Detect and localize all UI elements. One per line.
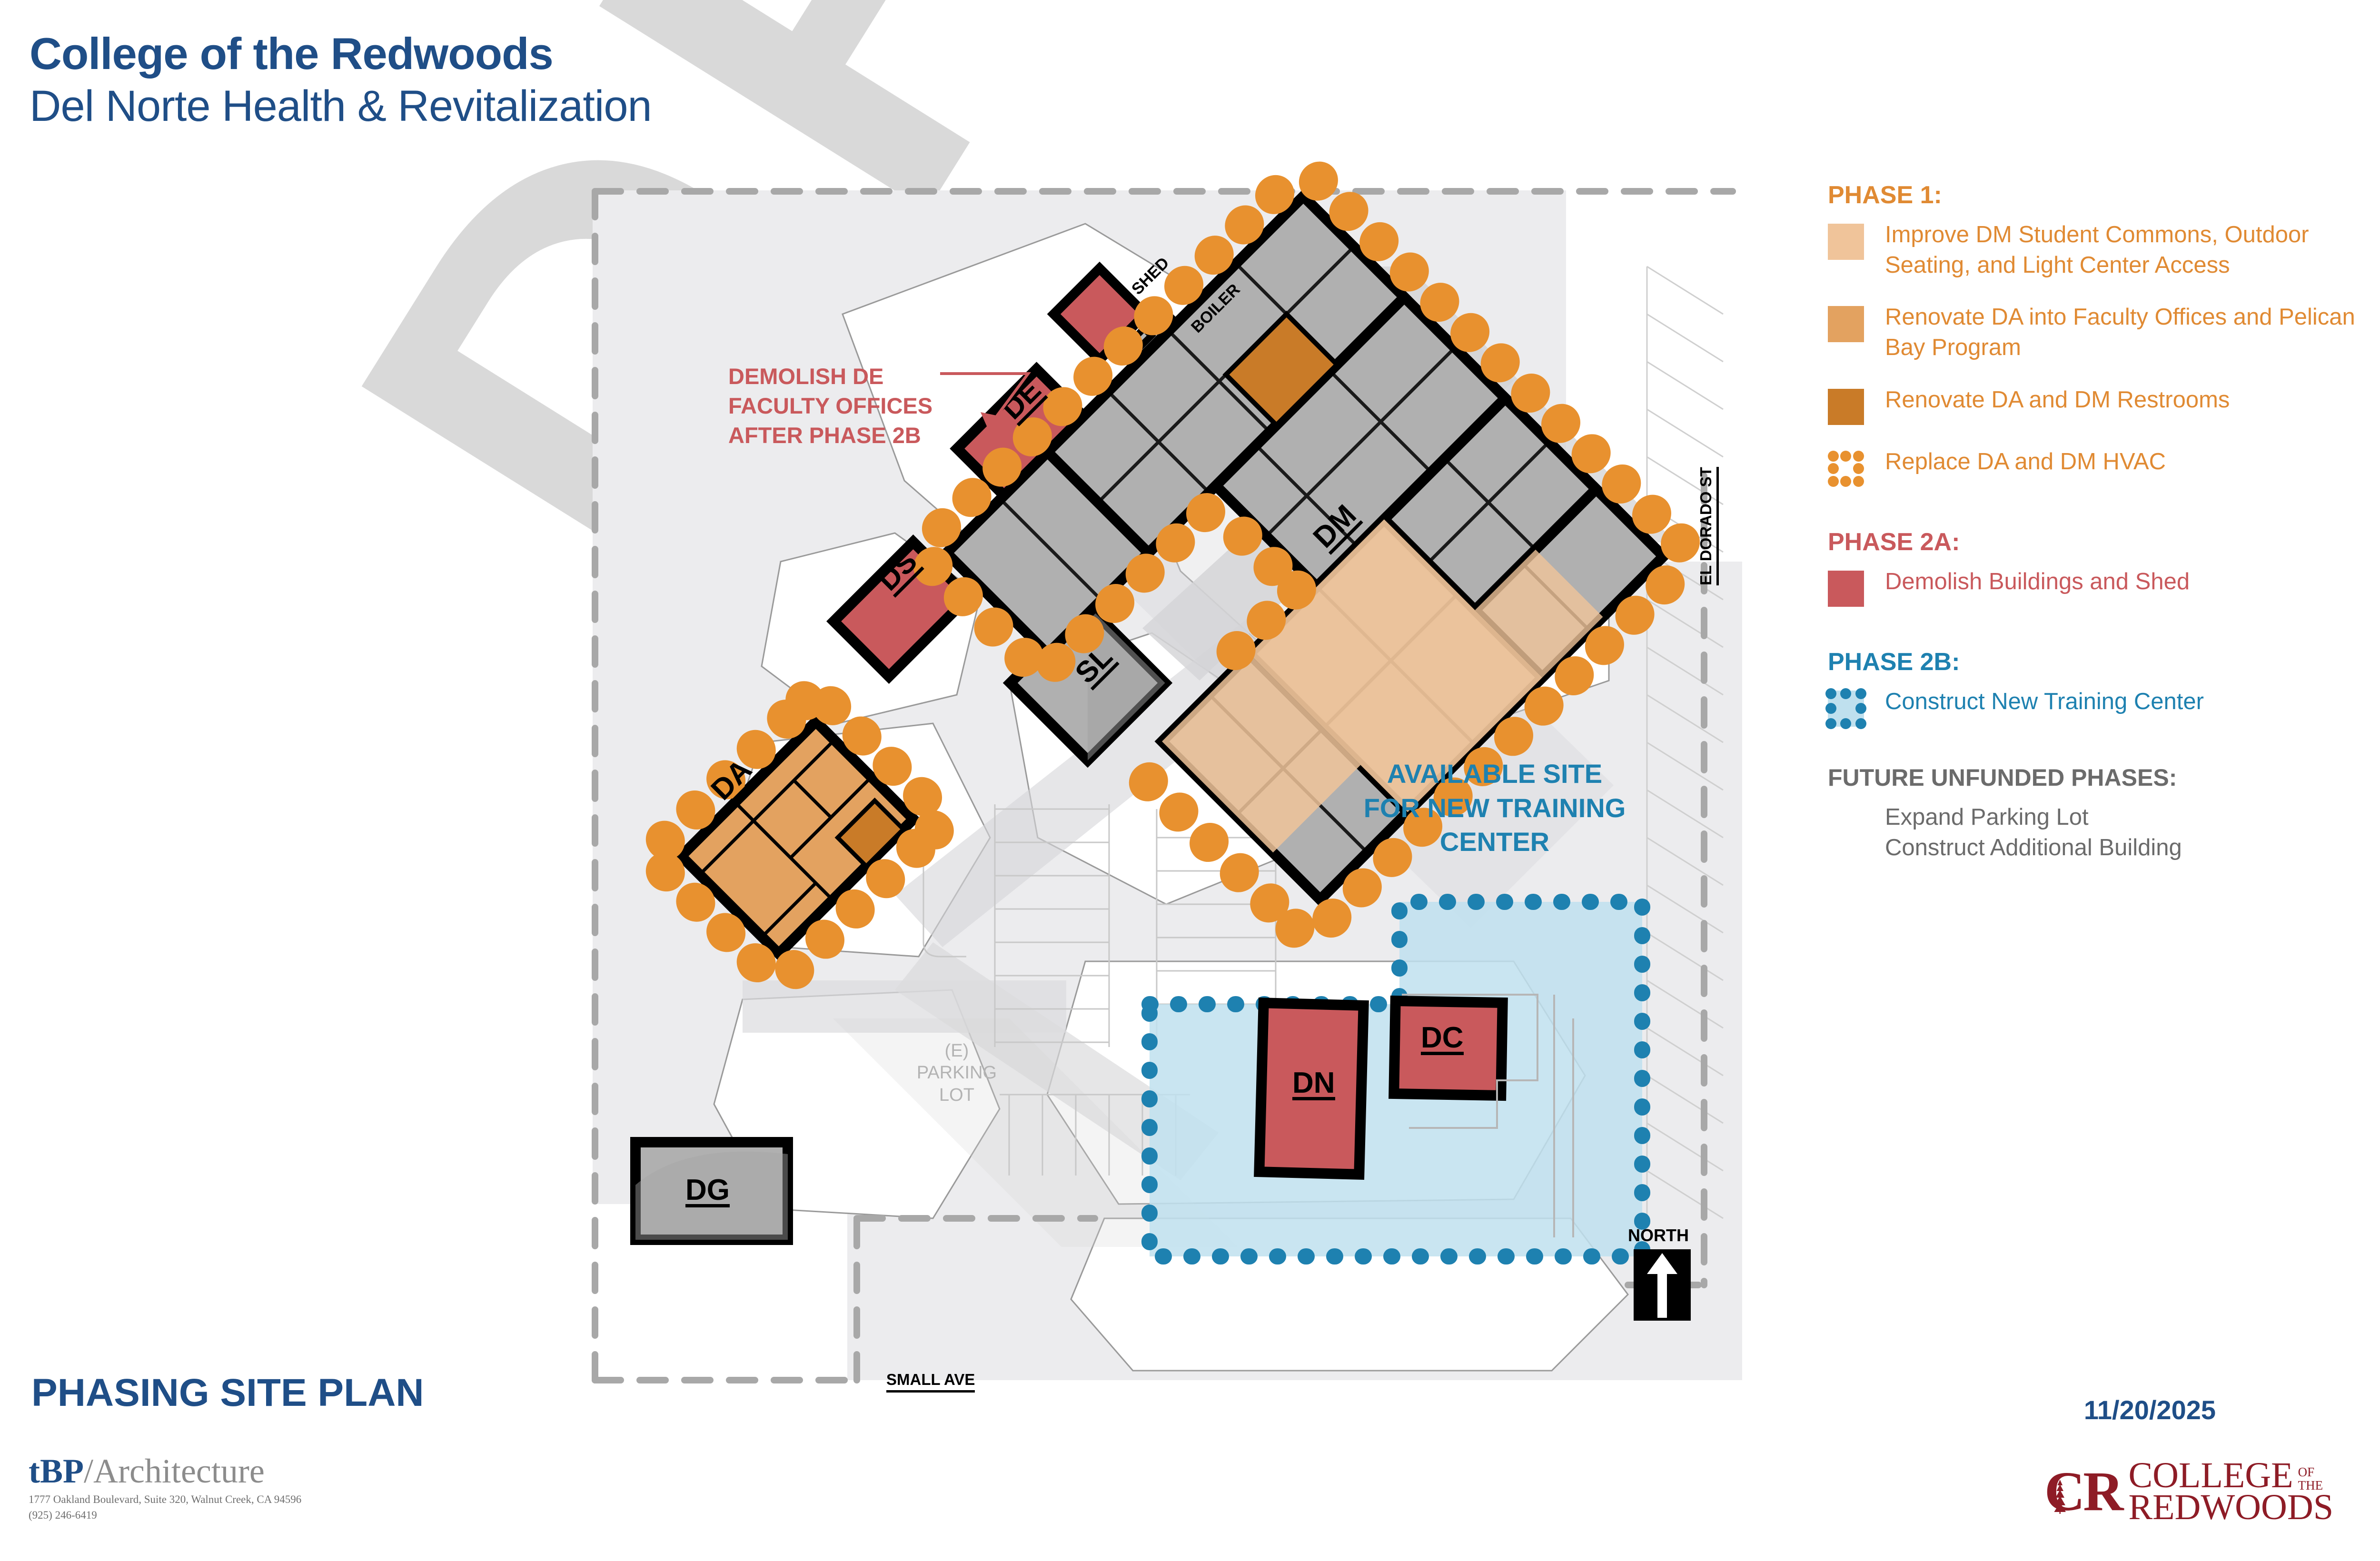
- demolish-note-line-3: AFTER PHASE 2B: [728, 423, 921, 448]
- el-dorado-street: [1646, 266, 1724, 1219]
- north-label: NORTH: [1628, 1225, 1689, 1245]
- architect-mark-rest: Architecture: [93, 1452, 265, 1490]
- parking-line-3: LOT: [939, 1085, 974, 1105]
- building-dc: [1388, 995, 1508, 1101]
- page-header: College of the Redwoods Del Norte Health…: [30, 30, 652, 131]
- legend-heading-future: FUTURE UNFUNDED PHASES:: [1828, 764, 2177, 791]
- legend-item-replace-hvac[interactable]: Replace DA and DM HVAC: [1828, 447, 2380, 487]
- legend-heading-phase2a: PHASE 2A:: [1828, 528, 1960, 556]
- legend-item-renovate-da-faculty[interactable]: Renovate DA into Faculty Offices and Pel…: [1828, 302, 2380, 363]
- street-label-el-dorado-st: EL DORADO ST: [1697, 467, 1719, 585]
- site-boundary: [592, 188, 1736, 1383]
- available-site-line-1: AVAILABLE SITE: [1387, 759, 1603, 789]
- legend-label-renovate-da-faculty: Renovate DA into Faculty Offices and Pel…: [1885, 304, 2355, 361]
- date-stamp: 11/20/2025: [2083, 1395, 2216, 1425]
- cr-redwoods: REDWOODS: [2128, 1487, 2334, 1527]
- legend-heading-phase2b: PHASE 2B:: [1828, 648, 1960, 676]
- college-of-the-redwoods-logo: CR COLLEGE OF THE REDWOODS: [2044, 1455, 2334, 1527]
- legend-label-expand-parking: Expand Parking Lot: [1885, 804, 2089, 830]
- parking-lot-stalls: [922, 800, 1277, 1176]
- architect-logo: tBP/Architecture 1777 Oakland Boulevard,…: [29, 1454, 301, 1522]
- parking-line-2: PARKING: [916, 1063, 997, 1083]
- available-site-line-2: FOR NEW TRAINING: [1363, 792, 1626, 823]
- swatch-dark-orange: [1828, 388, 1864, 425]
- parking-line-1: (E): [944, 1041, 969, 1061]
- cr-the: THE: [2298, 1478, 2323, 1493]
- legend-item-improve-dm-commons[interactable]: Improve DM Student Commons, Outdoor Seat…: [1828, 220, 2380, 280]
- building-label-dg: DG: [685, 1174, 730, 1207]
- cr-monogram: CR: [2044, 1460, 2123, 1522]
- architect-phone: (925) 246-6419: [29, 1509, 97, 1521]
- swatch-red: [1828, 570, 1864, 607]
- swatch-blue-dotted-outline: [1825, 688, 1866, 729]
- legend-label-renovate-restrooms: Renovate DA and DM Restrooms: [1885, 386, 2230, 413]
- legend-panel: PHASE 1: Improve DM Student Commons, Out…: [1825, 181, 2380, 863]
- legend-item-renovate-restrooms[interactable]: Renovate DA and DM Restrooms: [1828, 385, 2380, 425]
- architect-mark-bold: tBP: [29, 1452, 84, 1490]
- sheet-title: PHASING SITE PLAN: [31, 1371, 424, 1414]
- phase2b-existing-lines: [1402, 994, 1574, 1237]
- building-da: [674, 714, 921, 961]
- legend-label-replace-hvac: Replace DA and DM HVAC: [1885, 448, 2166, 474]
- demolish-note-line-1: DEMOLISH DE: [728, 364, 884, 389]
- legend-label-demolish-buildings: Demolish Buildings and Shed: [1885, 568, 2190, 594]
- dm-student-commons-zone: [1249, 519, 1543, 812]
- dm-hvac-dots: [913, 161, 1700, 948]
- dm-restroom-zone: [1222, 310, 1340, 429]
- swatch-light-orange: [1828, 224, 1864, 260]
- swatch-orange-dotted-outline: [1828, 450, 1864, 487]
- existing-parking-lot-label: (E) PARKING LOT: [907, 1040, 1007, 1106]
- building-label-dc: DC: [1421, 1021, 1464, 1055]
- available-site-line-3: CENTER: [1439, 827, 1550, 857]
- legend-item-demolish-buildings[interactable]: Demolish Buildings and Shed: [1828, 567, 2380, 607]
- page-subtitle: Del Norte Health & Revitalization: [30, 81, 652, 130]
- site-plan-map: DE DS SHED BOILER SL DG DA DM DN DC DEMO…: [592, 161, 1742, 1393]
- cr-of-the: OF THE: [2298, 1465, 2323, 1492]
- dm-outdoor-seating-zone: [1162, 654, 1361, 853]
- da-hvac-dots: [645, 681, 954, 989]
- street-label-small-ave: SMALL AVE: [886, 1371, 975, 1393]
- da-restroom-zone: [834, 797, 907, 869]
- architect-address: 1777 Oakland Boulevard, Suite 320, Walnu…: [29, 1493, 302, 1505]
- demolish-note-line-2: FACULTY OFFICES: [728, 393, 933, 419]
- legend-item-construct-training-center[interactable]: Construct New Training Center: [1825, 687, 2380, 729]
- swatch-medium-orange: [1828, 306, 1864, 343]
- cr-of: OF: [2298, 1464, 2315, 1479]
- building-dm-complex: [939, 188, 1671, 907]
- redwood-tree-icon: [2054, 1479, 2066, 1514]
- north-arrow-icon: [1634, 1249, 1691, 1321]
- architect-wordmark: tBP/Architecture: [29, 1454, 301, 1488]
- cr-college: COLLEGE: [2128, 1455, 2293, 1495]
- legend-label-construct-training-center: Construct New Training Center: [1885, 688, 2204, 714]
- demolish-de-annotation: DEMOLISH DE FACULTY OFFICES AFTER PHASE …: [728, 362, 932, 450]
- cr-wordmark: COLLEGE OF THE REDWOODS: [2128, 1455, 2334, 1527]
- architect-mark-slash: /: [83, 1452, 93, 1490]
- legend-label-construct-additional-building: Construct Additional Building: [1885, 835, 2182, 861]
- legend-label-improve-dm-commons: Improve DM Student Commons, Outdoor Seat…: [1885, 222, 2309, 278]
- page-title: College of the Redwoods: [30, 29, 554, 79]
- available-site-annotation: AVAILABLE SITE FOR NEW TRAINING CENTER: [1347, 757, 1642, 859]
- building-dn: [1254, 998, 1369, 1180]
- building-label-dn: DN: [1292, 1067, 1335, 1100]
- legend-heading-phase1: PHASE 1:: [1828, 181, 1942, 209]
- building-dg: [630, 1137, 793, 1245]
